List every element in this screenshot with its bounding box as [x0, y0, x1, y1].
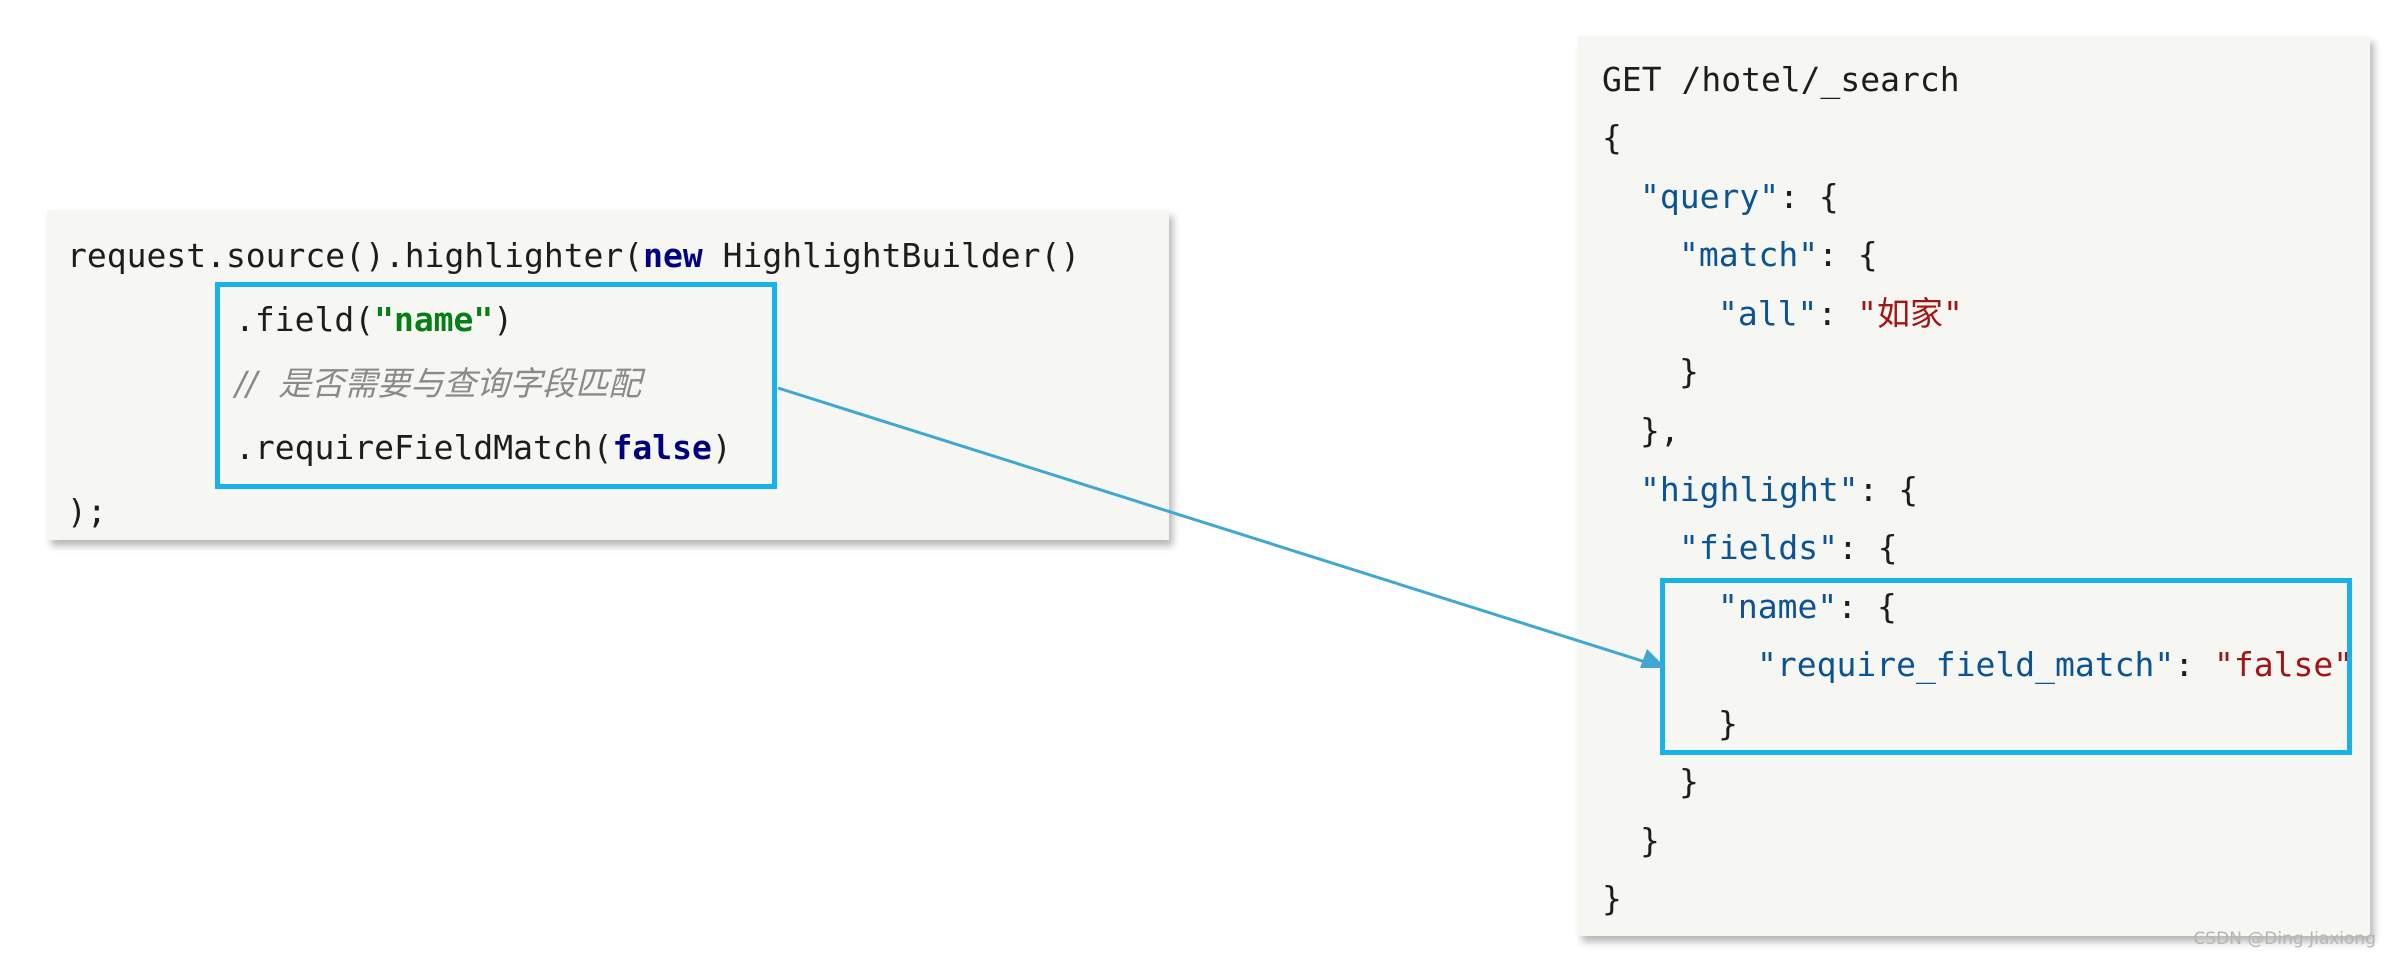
- dsl-line-all: "all": "如家": [1718, 294, 1963, 334]
- dsl-close-query: },: [1640, 411, 1680, 450]
- java-keyword-false: false: [612, 428, 712, 467]
- java-line2-suffix: ): [493, 300, 514, 339]
- java-keyword-new: new: [643, 236, 703, 275]
- dsl-fields-key: "fields": [1679, 528, 1838, 567]
- dsl-line-close-name: }: [1718, 704, 1738, 744]
- dsl-line-request: GET /hotel/_search: [1602, 60, 1960, 100]
- dsl-rfm-value: "false": [2213, 645, 2354, 684]
- dsl-match-rest: : {: [1818, 235, 1878, 274]
- dsl-code-panel: [1578, 36, 2370, 936]
- dsl-line-require-field-match: "require_field_match": "false": [1757, 645, 2353, 685]
- dsl-close-root: }: [1602, 879, 1622, 918]
- java-line5-text: );: [67, 492, 107, 531]
- dsl-query-rest: : {: [1779, 177, 1839, 216]
- dsl-line-close-highlight: }: [1640, 821, 1660, 861]
- dsl-close-name: }: [1718, 704, 1738, 743]
- java-line2-prefix: .field(: [235, 300, 375, 339]
- dsl-name-rest: : {: [1837, 587, 1897, 626]
- java-line1-prefix: request.source().highlighter(: [67, 236, 644, 275]
- java-line-field: .field("name"): [235, 300, 513, 340]
- dsl-open-brace: {: [1602, 118, 1622, 157]
- dsl-highlight-rest: : {: [1858, 470, 1919, 509]
- watermark: CSDN @Ding Jiaxiong: [2193, 929, 2376, 949]
- java-line-close: );: [67, 492, 107, 532]
- dsl-line-query: "query": {: [1640, 177, 1839, 217]
- dsl-rfm-key: "require_field_match": [1757, 645, 2175, 684]
- java-line4-suffix: ): [711, 428, 732, 467]
- dsl-fields-rest: : {: [1837, 528, 1898, 567]
- java-line-require-field-match: .requireFieldMatch(false): [235, 428, 732, 468]
- dsl-all-sep: :: [1817, 294, 1858, 333]
- dsl-close-match: }: [1679, 352, 1699, 391]
- java-line-highlighter: request.source().highlighter(new Highlig…: [67, 236, 1080, 276]
- dsl-line-name: "name": {: [1718, 587, 1897, 627]
- dsl-line-close-match: }: [1679, 352, 1699, 392]
- dsl-request-line: GET /hotel/_search: [1602, 60, 1960, 99]
- dsl-line-close-query: },: [1640, 411, 1680, 451]
- dsl-line-close-root: }: [1602, 879, 1622, 919]
- java-line4-prefix: .requireFieldMatch(: [235, 428, 613, 467]
- dsl-name-key: "name": [1718, 587, 1838, 626]
- dsl-close-highlight: }: [1640, 821, 1660, 860]
- java-comment: // 是否需要与查询字段匹配: [235, 364, 642, 403]
- dsl-match-key: "match": [1679, 235, 1819, 274]
- dsl-line-fields: "fields": {: [1679, 528, 1898, 568]
- dsl-all-key: "all": [1718, 294, 1818, 333]
- dsl-line-highlight: "highlight": {: [1640, 470, 1918, 510]
- dsl-all-value: "如家": [1857, 294, 1963, 333]
- dsl-close-fields: }: [1679, 762, 1699, 801]
- dsl-line-close-fields: }: [1679, 762, 1699, 802]
- dsl-line-open-brace: {: [1602, 118, 1622, 158]
- dsl-highlight-key: "highlight": [1640, 470, 1859, 509]
- dsl-rfm-sep: :: [2174, 645, 2214, 684]
- dsl-query-key: "query": [1640, 177, 1780, 216]
- java-line-comment: // 是否需要与查询字段匹配: [235, 364, 641, 404]
- java-line1-suffix: HighlightBuilder(): [702, 236, 1081, 275]
- dsl-line-match: "match": {: [1679, 235, 1878, 275]
- java-string-name: "name": [374, 300, 494, 339]
